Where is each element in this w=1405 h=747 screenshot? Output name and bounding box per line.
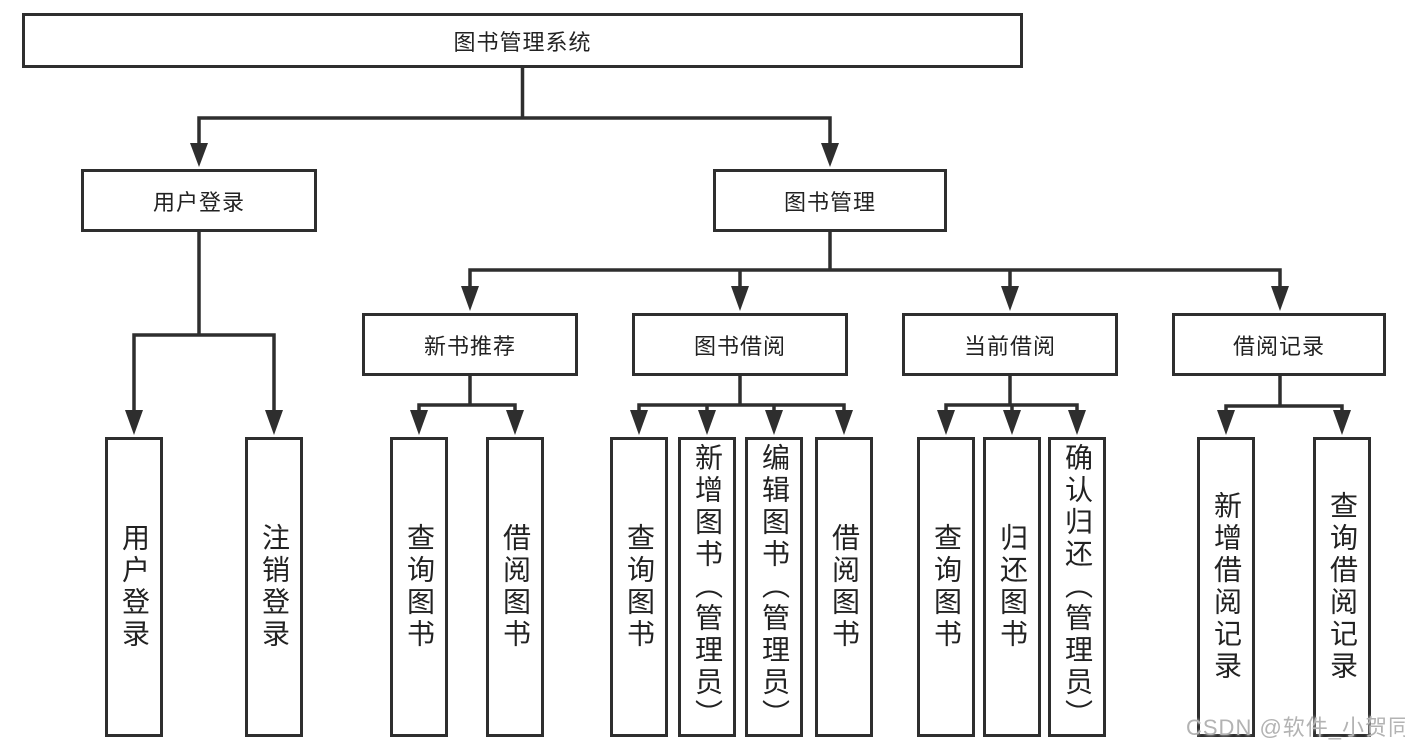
node-book-management: 图书管理: [713, 169, 947, 232]
node-new-book-recommendation: 新书推荐: [362, 313, 578, 376]
csdn-watermark: CSDN @软件_小贺同学: [1186, 715, 1405, 740]
leaf-query-books-recommend: 查询图书: [390, 437, 448, 737]
leaf-borrow-books-borrowing: 借阅图书: [815, 437, 873, 737]
node-book-borrowing: 图书借阅: [632, 313, 848, 376]
node-current-borrowing: 当前借阅: [902, 313, 1118, 376]
node-library-management-system: 图书管理系统: [22, 13, 1023, 68]
leaf-edit-book-admin: 编辑图书（管理员）: [745, 437, 803, 737]
leaf-user-login: 用户登录: [105, 437, 163, 737]
leaf-confirm-return-admin: 确认归还（管理员）: [1048, 437, 1106, 737]
leaf-return-books: 归还图书: [983, 437, 1041, 737]
leaf-borrow-books-recommend: 借阅图书: [486, 437, 544, 737]
node-borrow-records: 借阅记录: [1172, 313, 1386, 376]
leaf-query-borrow-record: 查询借阅记录: [1313, 437, 1371, 737]
node-user-login: 用户登录: [81, 169, 317, 232]
leaf-query-books-current: 查询图书: [917, 437, 975, 737]
leaf-query-books-borrowing: 查询图书: [610, 437, 668, 737]
leaf-add-borrow-record: 新增借阅记录: [1197, 437, 1255, 737]
leaf-add-book-admin: 新增图书（管理员）: [678, 437, 736, 737]
leaf-logout: 注销登录: [245, 437, 303, 737]
